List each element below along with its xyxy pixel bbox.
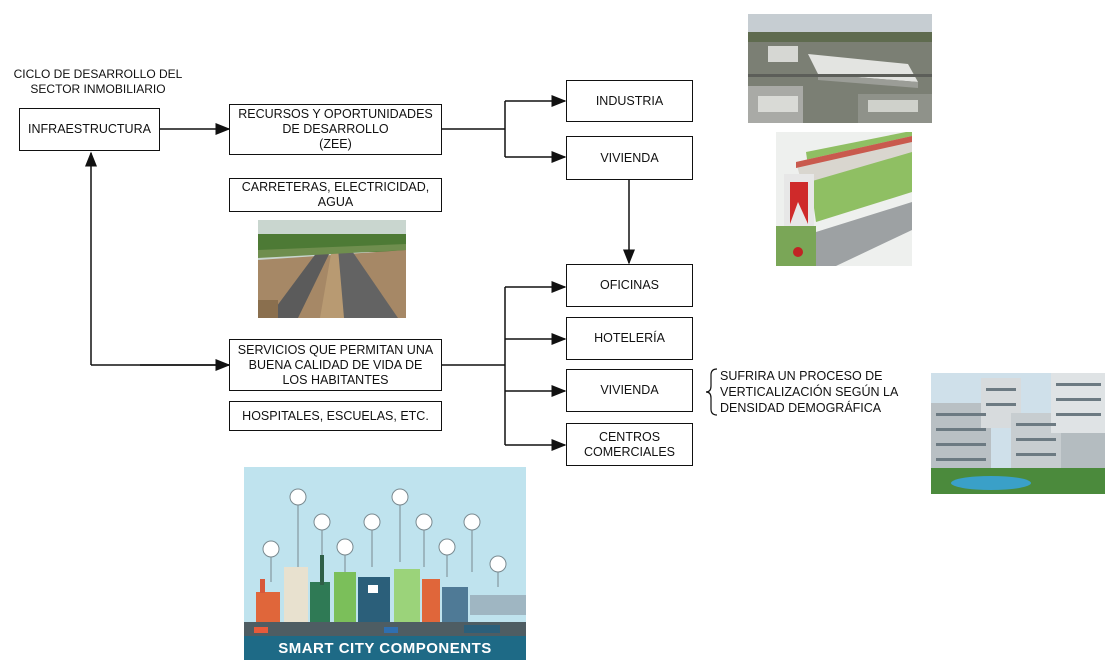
smart-health-icon — [391, 488, 409, 506]
node-infraestructura: INFRAESTRUCTURA — [19, 108, 160, 151]
node-servicios: SERVICIOS QUE PERMITAN UNA BUENA CALIDAD… — [229, 339, 442, 391]
mobility-wifi-icon — [313, 513, 331, 531]
node-centros: CENTROS COMERCIALES — [566, 423, 693, 466]
verticalizacion-note: SUFRIRA UN PROCESO DE VERTICALIZACIÓN SE… — [720, 369, 899, 415]
industrial-aerial-photo — [748, 14, 932, 123]
road-construction-photo — [258, 220, 406, 318]
smart-buildings-icon — [438, 538, 456, 556]
smart-city-infographic: SMART CITY COMPONENTS — [244, 467, 526, 660]
housing-render-photo — [776, 132, 912, 266]
smart-government-icon — [289, 488, 307, 506]
node-vivienda-top: VIVIENDA — [566, 136, 693, 180]
node-vivienda-bottom: VIVIENDA — [566, 369, 693, 412]
node-hospitales: HOSPITALES, ESCUELAS, ETC. — [229, 401, 442, 431]
node-recursos: RECURSOS Y OPORTUNIDADES DE DESARROLLO (… — [229, 104, 442, 155]
curly-brace — [705, 368, 718, 416]
smart-manufacturing-icon — [262, 540, 280, 558]
smart-grid-icon — [463, 513, 481, 531]
smart-transport-icon — [489, 555, 507, 573]
node-carreteras: CARRETERAS, ELECTRICIDAD, AGUA — [229, 178, 442, 212]
digital-citizens-icon — [336, 538, 354, 556]
smart-city-banner: SMART CITY COMPONENTS — [244, 636, 526, 660]
diagram-title: CICLO DE DESARROLLO DEL SECTOR INMOBILIA… — [13, 67, 183, 96]
vertical-housing-photo — [931, 373, 1105, 494]
open-data-icon — [363, 513, 381, 531]
node-oficinas: OFICINAS — [566, 264, 693, 307]
smart-farming-icon — [415, 513, 433, 531]
node-hoteleria: HOTELERÍA — [566, 317, 693, 360]
node-industria: INDUSTRIA — [566, 80, 693, 122]
